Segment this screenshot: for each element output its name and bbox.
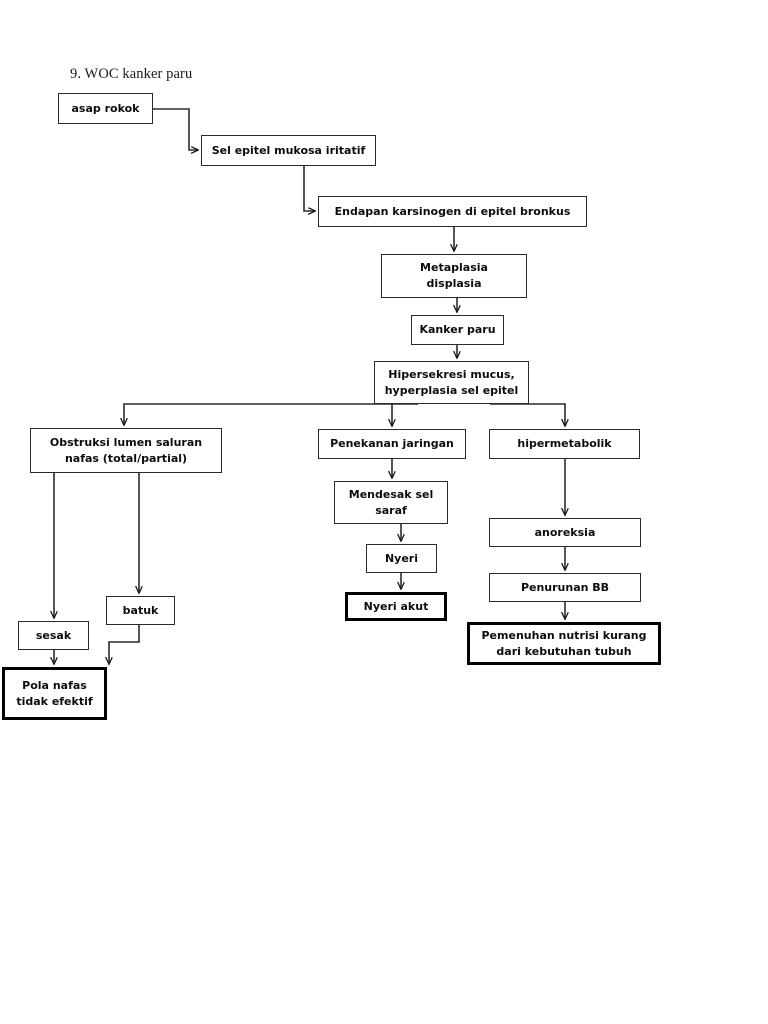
node-hipermetabolik[interactable]: hipermetabolik (489, 429, 640, 459)
node-pemenuhan-nutrisi[interactable]: Pemenuhan nutrisi kurang dari kebutuhan t… (467, 622, 661, 665)
node-hipersekresi-mucus[interactable]: Hipersekresi mucus, hyperplasia sel epite… (374, 361, 529, 404)
node-nyeri[interactable]: Nyeri (366, 544, 437, 573)
edge-batuk-to-pola-nafas (109, 625, 140, 664)
node-label: Obstruksi lumen saluran (49, 435, 203, 449)
node-label: sesak (35, 628, 72, 642)
edge-asap-to-sel-epitel (153, 108, 198, 150)
node-penekanan-jaringan[interactable]: Penekanan jaringan (318, 429, 466, 459)
node-nyeri-akut[interactable]: Nyeri akut (345, 592, 447, 621)
edge-hipersekresi-to-hipermetabolik (490, 403, 565, 426)
node-label: Nyeri (384, 551, 419, 565)
node-asap-rokok[interactable]: asap rokok (58, 93, 153, 124)
edge-sel-epitel-to-endapan (303, 166, 315, 211)
node-label: Pola nafas (22, 678, 87, 692)
node-anoreksia[interactable]: anoreksia (489, 518, 641, 547)
node-mendesak-sel-saraf[interactable]: Mendesak sel saraf (334, 481, 448, 524)
node-label: Pemenuhan nutrisi kurang (481, 628, 647, 642)
node-label: Metaplasia (420, 261, 488, 275)
node-label: Penekanan jaringan (330, 437, 454, 451)
node-kanker-paru[interactable]: Kanker paru (411, 315, 504, 345)
node-label: Hipersekresi mucus, (388, 367, 515, 381)
node-penurunan-bb[interactable]: Penurunan BB (489, 573, 641, 602)
node-endapan-karsinogen[interactable]: Endapan karsinogen di epitel bronkus (318, 196, 587, 227)
node-label: Endapan karsinogen di epitel bronkus (334, 204, 571, 218)
node-label: saraf (375, 503, 407, 517)
node-sesak[interactable]: sesak (18, 621, 89, 650)
node-label: Mendesak sel (348, 487, 434, 501)
node-obstruksi-lumen[interactable]: Obstruksi lumen saluran nafas (total/part… (30, 428, 222, 473)
node-pola-nafas-tidak-efektif[interactable]: Pola nafas tidak efektif (2, 667, 107, 720)
node-label: anoreksia (534, 525, 596, 539)
node-sel-epitel-mukosa-iritatif[interactable]: Sel epitel mukosa iritatif (201, 135, 376, 166)
node-label: hyperplasia sel epitel (384, 383, 519, 397)
node-label: Sel epitel mukosa iritatif (211, 143, 366, 157)
node-label: Penurunan BB (520, 580, 610, 594)
node-label: nafas (total/partial) (64, 451, 188, 465)
node-label: displasia (426, 277, 482, 290)
node-metaplasia-displasia[interactable]: Metaplasia displasia (381, 254, 527, 298)
node-label: tidak efektif (16, 694, 93, 708)
edge-hipersekresi-to-obstruksi (124, 403, 418, 425)
page-title: 9. WOC kanker paru (70, 66, 193, 82)
node-label: dari kebutuhan tubuh (496, 644, 632, 658)
node-batuk[interactable]: batuk (106, 596, 175, 625)
node-label: batuk (122, 603, 159, 617)
node-label: Kanker paru (419, 323, 496, 337)
node-label: asap rokok (71, 101, 140, 115)
node-label: Nyeri akut (363, 599, 429, 613)
node-label: hipermetabolik (517, 437, 612, 451)
